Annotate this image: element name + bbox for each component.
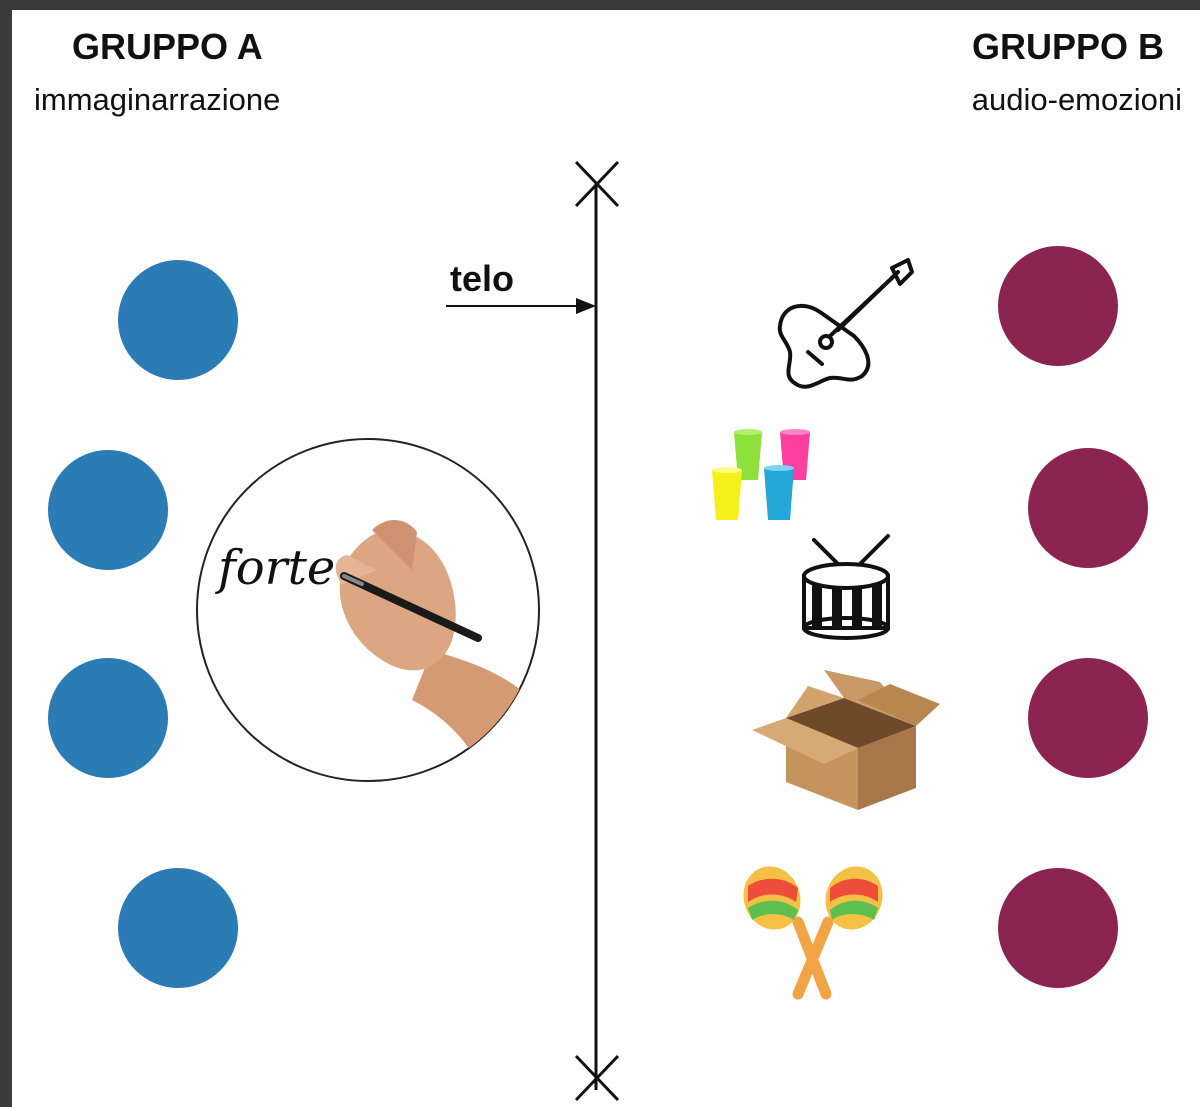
box-icon [752, 670, 940, 810]
group-a-members [48, 260, 238, 988]
writing-word: forte [215, 540, 335, 596]
group-b-subtitle: audio-emozioni [971, 82, 1182, 117]
drum-icon [802, 534, 890, 640]
group-a-title: GRUPPO A [72, 26, 263, 67]
group-a-member-1 [118, 260, 238, 380]
diagram-svg: forte [48, 160, 1148, 1102]
maracas-icon [743, 866, 883, 1000]
group-a-subtitle: immaginarrazione [34, 82, 281, 117]
writing-hand-illustration: forte [196, 438, 540, 782]
group-b-members [998, 246, 1148, 988]
group-b-member-3 [1028, 658, 1148, 778]
group-b-member-1 [998, 246, 1118, 366]
diagram-canvas: forte [12, 10, 1200, 1107]
group-a-member-4 [118, 868, 238, 988]
group-b-member-4 [998, 868, 1118, 988]
divider-bottom-cross [574, 1054, 620, 1102]
divider-top-cross [574, 160, 620, 208]
group-b-member-2 [1028, 448, 1148, 568]
group-a-member-2 [48, 450, 168, 570]
divider-label: telo [450, 258, 515, 299]
group-a-member-3 [48, 658, 168, 778]
group-b-title: GRUPPO B [971, 26, 1164, 67]
cups-icon [712, 429, 810, 520]
guitar-icon [777, 258, 914, 389]
